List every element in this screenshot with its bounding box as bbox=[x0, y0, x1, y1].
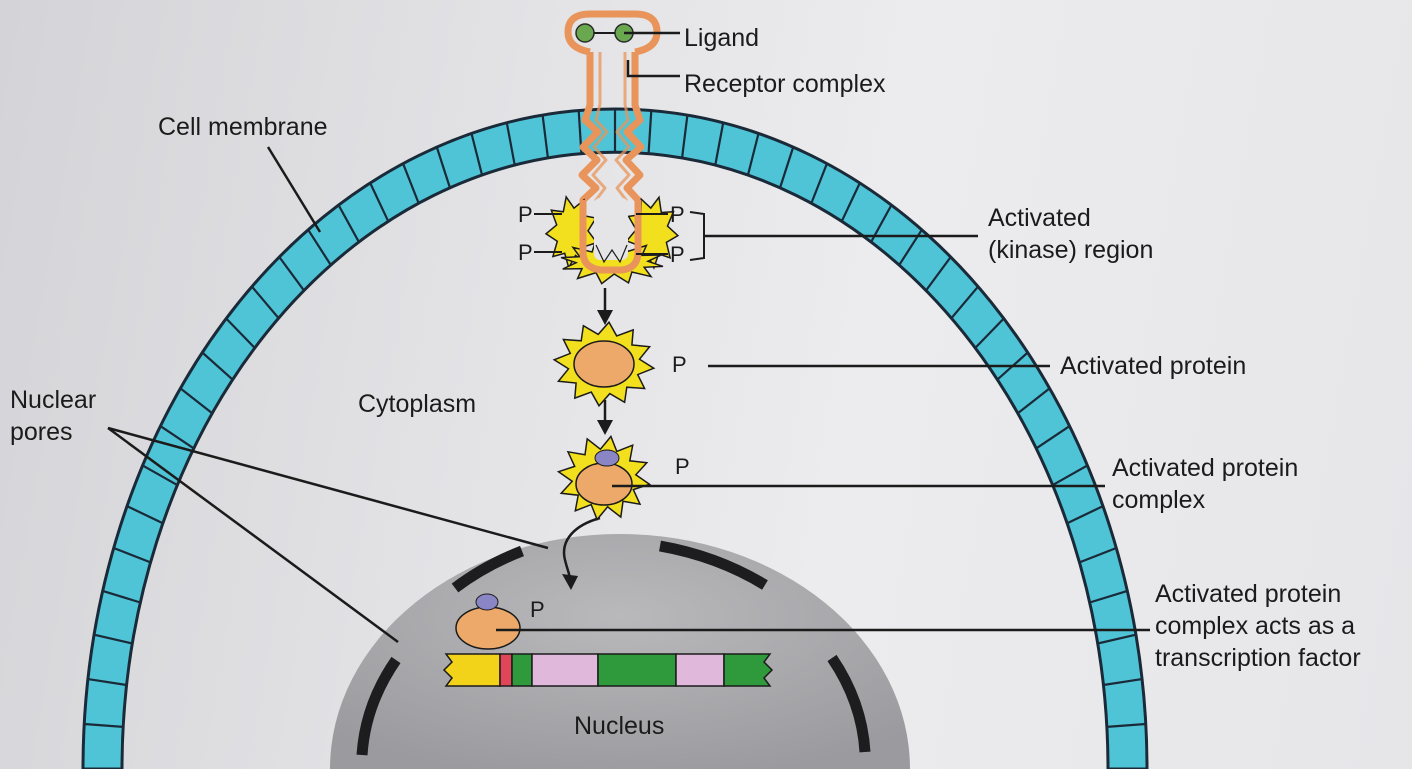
dna-end-right bbox=[724, 654, 772, 686]
nuclear-pores-label-line1: Nuclear bbox=[10, 386, 96, 414]
dna-segment bbox=[598, 654, 676, 686]
phosphate-label: P bbox=[672, 352, 687, 377]
activated-protein-body bbox=[574, 341, 634, 387]
kinase-region-label-line1: Activated bbox=[988, 204, 1091, 232]
membrane-leader bbox=[268, 147, 320, 232]
phosphate-label: P bbox=[670, 202, 685, 227]
phosphate-label: P bbox=[670, 242, 685, 267]
nuclear-pores-label-line2: pores bbox=[10, 418, 73, 446]
activated-complex-label-line1: Activated protein bbox=[1112, 454, 1298, 482]
transcription-label-line3: transcription factor bbox=[1155, 644, 1361, 672]
dna-segment bbox=[512, 654, 532, 686]
activated-protein: P bbox=[554, 322, 686, 406]
kinase-region bbox=[546, 197, 678, 284]
ligand-label: Ligand bbox=[684, 24, 759, 52]
ligand-molecule bbox=[576, 24, 594, 42]
activated-protein-complex: P bbox=[559, 437, 690, 520]
cell-membrane-label: Cell membrane bbox=[158, 113, 328, 141]
kinase-region-label-line2: (kinase) region bbox=[988, 236, 1153, 264]
nucleus-label: Nucleus bbox=[574, 712, 664, 740]
dna-segment bbox=[500, 654, 512, 686]
bound-cofactor bbox=[595, 450, 619, 466]
transcription-label-line2: complex acts as a bbox=[1155, 612, 1355, 640]
arrow-head bbox=[597, 310, 613, 325]
arrow-head bbox=[597, 420, 613, 435]
cytoplasm-label: Cytoplasm bbox=[358, 390, 476, 418]
dna-segment bbox=[532, 654, 598, 686]
dna-segment bbox=[676, 654, 724, 686]
dna-end-left bbox=[444, 654, 500, 686]
phosphate-label: P bbox=[518, 240, 533, 265]
dna-strand bbox=[444, 654, 772, 686]
activated-complex-label-line2: complex bbox=[1112, 486, 1206, 514]
phosphate-label: P bbox=[675, 454, 690, 479]
transcription-factor-body bbox=[456, 607, 520, 649]
activated-protein-label: Activated protein bbox=[1060, 352, 1246, 380]
complex-body bbox=[576, 463, 632, 505]
kinase-bracket bbox=[690, 212, 704, 260]
transcription-factor-cofactor bbox=[476, 594, 498, 610]
receptor-complex-label: Receptor complex bbox=[684, 70, 886, 98]
phosphate-label: P bbox=[518, 202, 533, 227]
transcription-label-line1: Activated protein bbox=[1155, 580, 1341, 608]
phosphate-label: P bbox=[530, 597, 545, 622]
